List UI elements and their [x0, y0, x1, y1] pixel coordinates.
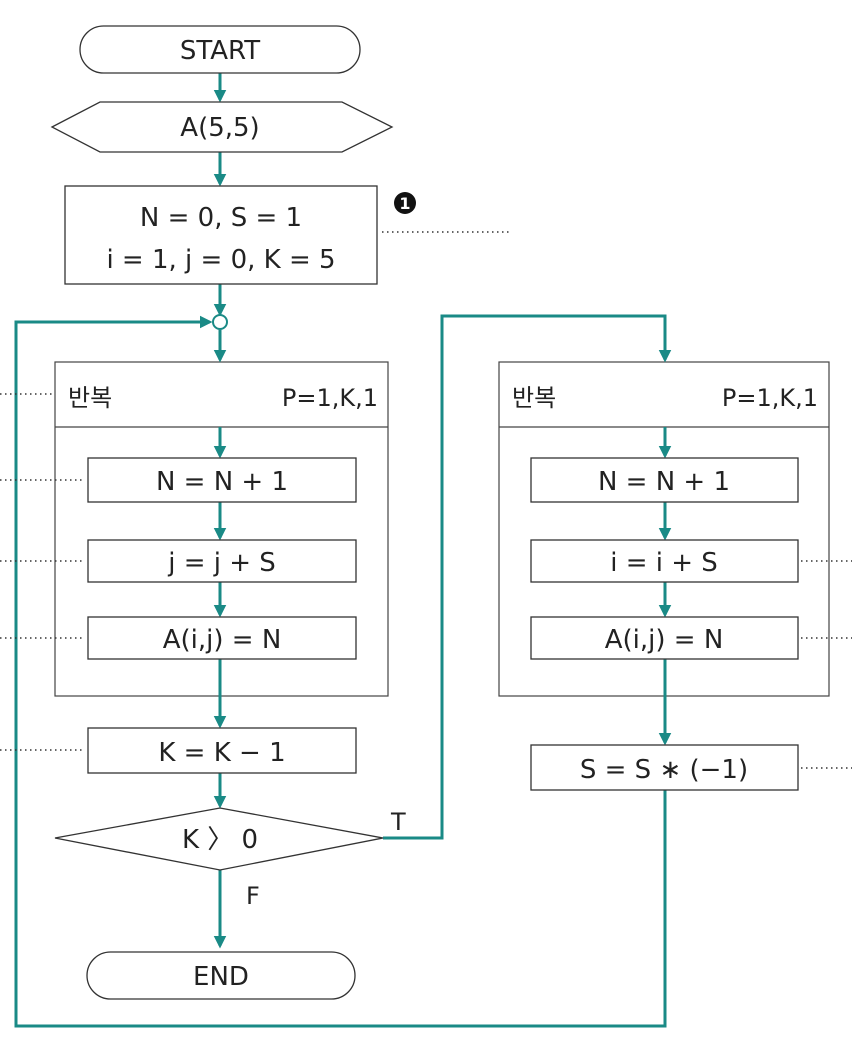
start-label: START: [180, 36, 260, 66]
loop-left-label: 반복: [68, 384, 112, 412]
step-marker-number: 1: [399, 194, 410, 213]
input-shape: [50, 101, 394, 153]
leader-lines: [0, 231, 852, 769]
end-shape: [86, 951, 356, 1000]
right-step-3: A(i,j) = N: [605, 625, 724, 655]
loop-right-label: 반복: [512, 384, 556, 412]
init-line-2: i = 1, j = 0, K = 5: [106, 245, 335, 275]
right-step-2-box: [530, 539, 799, 583]
loop-left-steps: N = N + 1 j = j + S A(i,j) = N: [87, 457, 357, 660]
sign-flip-label: S = S ∗ (−1): [580, 755, 748, 785]
decrement-label: K = K − 1: [158, 738, 285, 768]
step-marker-badge: [394, 192, 416, 214]
sign-flip-process: S = S ∗ (−1): [530, 744, 799, 791]
decrement-box: [87, 727, 357, 774]
flow-lines: [14, 73, 672, 1028]
merge-connector: [212, 314, 228, 330]
left-step-3-box: [87, 616, 357, 660]
condition-label: K 〉 0: [182, 825, 258, 855]
sign-flip-box: [530, 744, 799, 791]
end-label: END: [193, 962, 249, 992]
left-step-2-box: [87, 539, 357, 583]
condition-diamond: [54, 807, 384, 871]
init-box: [64, 185, 378, 285]
end-terminal: END: [86, 951, 356, 1000]
input-preparation: A(5,5): [50, 101, 394, 153]
step-marker: 1: [394, 192, 416, 214]
false-label: F: [246, 882, 260, 910]
right-step-3-box: [530, 616, 799, 660]
decrement-process: K = K − 1: [87, 727, 357, 774]
right-step-1: N = N + 1: [598, 467, 730, 497]
start-shape: [79, 25, 361, 74]
init-line-1: N = 0, S = 1: [140, 203, 302, 233]
left-step-3: A(i,j) = N: [163, 625, 282, 655]
init-process: N = 0, S = 1 i = 1, j = 0, K = 5: [64, 185, 378, 285]
true-label: T: [390, 808, 406, 836]
loop-left-range: P=1,K,1: [282, 384, 378, 412]
right-step-1-box: [530, 457, 799, 503]
left-step-2: j = j + S: [167, 548, 276, 578]
right-step-2: i = i + S: [610, 548, 718, 578]
input-label: A(5,5): [180, 113, 259, 143]
condition-decision: K 〉 0 T F: [54, 807, 406, 910]
loop-right-steps: N = N + 1 i = i + S A(i,j) = N: [530, 457, 799, 660]
left-step-1: N = N + 1: [156, 467, 288, 497]
loop-right-range: P=1,K,1: [722, 384, 818, 412]
left-step-1-box: [87, 457, 357, 503]
start-terminal: START: [79, 25, 361, 74]
